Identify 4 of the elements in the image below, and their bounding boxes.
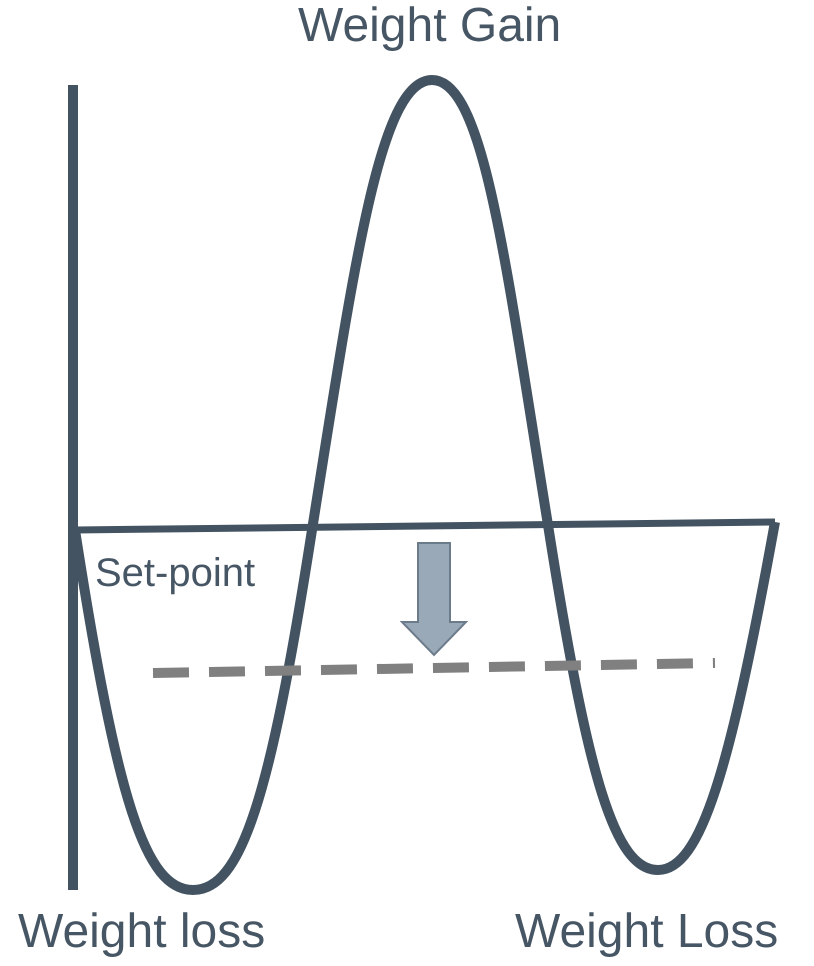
axis-label: Weight loss [18, 908, 266, 956]
axis-label: Weight Loss [515, 908, 778, 956]
axis-label: Set-point [95, 553, 256, 593]
axis-label: Weight Gain [298, 2, 562, 50]
